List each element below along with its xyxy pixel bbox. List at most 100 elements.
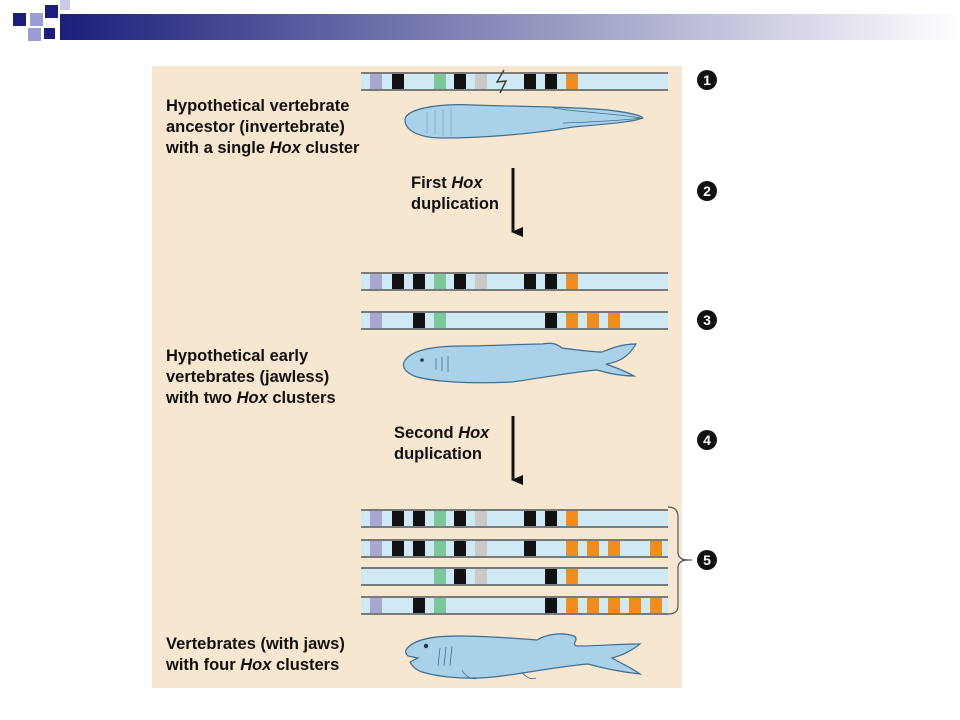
hox-gene-orange	[566, 511, 578, 526]
label-text: cluster	[300, 139, 360, 157]
label-text: Hypothetical early	[166, 347, 309, 365]
chromosome-break-icon	[495, 69, 508, 94]
deco-square-lavender-3	[60, 0, 70, 10]
step-number-1: 1	[697, 70, 717, 90]
deco-square-navy-1	[13, 13, 26, 26]
hox-gene-orange	[566, 598, 578, 613]
chromosome-bar	[361, 597, 668, 614]
label-line: duplication	[394, 444, 489, 465]
label-jawed-vertebrates: Vertebrates (with jaws) with four Hox cl…	[166, 634, 345, 676]
hox-gene-black	[454, 274, 466, 289]
label-line: ancestor (invertebrate)	[166, 117, 359, 138]
hox-gene-black	[413, 274, 425, 289]
label-line: with four Hox clusters	[166, 655, 345, 676]
hox-gene-black	[392, 274, 404, 289]
label-italic-text: Hox	[240, 656, 272, 674]
label-text: with two	[166, 389, 237, 407]
label-text: duplication	[411, 195, 499, 213]
label-ancestor: Hypothetical vertebrate ancestor (invert…	[166, 96, 359, 159]
label-first-duplication: First Hox duplication	[411, 173, 499, 215]
hox-gene-gray	[475, 569, 487, 584]
chromosome-bar	[361, 568, 668, 585]
label-italic-text: Hox	[458, 424, 490, 442]
hox-gene-orange	[566, 569, 578, 584]
label-line: First Hox	[411, 173, 499, 194]
jawless-fish	[402, 342, 638, 384]
step-number-4: 4	[697, 430, 717, 450]
hox-gene-black	[392, 541, 404, 556]
hox-gene-green	[434, 569, 446, 584]
hox-gene-orange	[566, 74, 578, 89]
label-italic-text: Hox	[451, 174, 483, 192]
hox-gene-black	[524, 274, 536, 289]
hox-gene-gray	[475, 541, 487, 556]
hox-gene-black	[454, 511, 466, 526]
label-text: with four	[166, 656, 241, 674]
hox-gene-gray	[475, 274, 487, 289]
hox-gene-orange	[608, 598, 620, 613]
hox-gene-black	[454, 541, 466, 556]
label-text: duplication	[394, 445, 482, 463]
hox-gene-green	[434, 274, 446, 289]
hox-gene-black	[545, 598, 557, 613]
hox-gene-lavender	[370, 74, 382, 89]
title-gradient-bar	[60, 14, 960, 40]
hox-gene-black	[454, 569, 466, 584]
hox-gene-lavender	[370, 541, 382, 556]
hox-cluster-ancestor-1	[361, 69, 668, 94]
hox-gene-green	[434, 511, 446, 526]
hox-gene-gray	[475, 74, 487, 89]
step-number-3: 3	[697, 310, 717, 330]
label-text: vertebrates (jawless)	[166, 368, 330, 386]
hox-gene-black	[454, 74, 466, 89]
chromosome-group	[361, 69, 668, 615]
hox-gene-green	[434, 313, 446, 328]
ancestor-fish	[404, 104, 644, 139]
hox-gene-lavender	[370, 598, 382, 613]
hox-gene-black	[524, 541, 536, 556]
hox-cluster-two-1	[361, 272, 668, 291]
label-line: with two Hox clusters	[166, 388, 336, 409]
label-italic-text: Hox	[236, 389, 268, 407]
hox-gene-orange	[566, 274, 578, 289]
label-text: ancestor (invertebrate)	[166, 118, 345, 136]
jawless-body	[402, 342, 638, 384]
hox-gene-black	[545, 511, 557, 526]
hox-gene-orange	[650, 598, 662, 613]
hox-gene-orange	[650, 541, 662, 556]
jawed-fish	[405, 633, 643, 680]
deco-square-navy-3	[44, 28, 55, 39]
hox-cluster-four-3	[361, 567, 668, 586]
jawed-gills	[437, 645, 453, 667]
label-line: Hypothetical early	[166, 346, 336, 367]
hox-gene-black	[545, 274, 557, 289]
step-number-2: 2	[697, 181, 717, 201]
label-line: duplication	[411, 194, 499, 215]
hox-gene-orange	[608, 313, 620, 328]
hox-gene-black	[545, 74, 557, 89]
hox-gene-green	[434, 74, 446, 89]
hox-gene-gray	[475, 511, 487, 526]
jawed-eye	[423, 643, 429, 649]
hox-cluster-four-2	[361, 539, 668, 558]
hox-gene-black	[524, 74, 536, 89]
hox-gene-green	[434, 541, 446, 556]
hox-gene-orange	[629, 598, 641, 613]
label-line: Hypothetical vertebrate	[166, 96, 359, 117]
hox-gene-black	[413, 511, 425, 526]
jawed-body	[405, 633, 643, 679]
label-text: with a single	[166, 139, 270, 157]
ancestor-tail-fold	[552, 107, 642, 124]
hox-gene-orange	[608, 541, 620, 556]
jawed-fins	[461, 669, 537, 680]
deco-square-lavender-1	[30, 13, 43, 26]
hox-gene-black	[413, 598, 425, 613]
hox-gene-black	[524, 511, 536, 526]
label-text: Vertebrates (with jaws)	[166, 635, 345, 653]
chromosome-bar	[361, 510, 668, 527]
hox-cluster-four-1	[361, 509, 668, 528]
ancestor-body	[404, 104, 644, 139]
hox-gene-orange	[587, 541, 599, 556]
hox-cluster-four-4	[361, 596, 668, 615]
label-text: clusters	[271, 656, 340, 674]
